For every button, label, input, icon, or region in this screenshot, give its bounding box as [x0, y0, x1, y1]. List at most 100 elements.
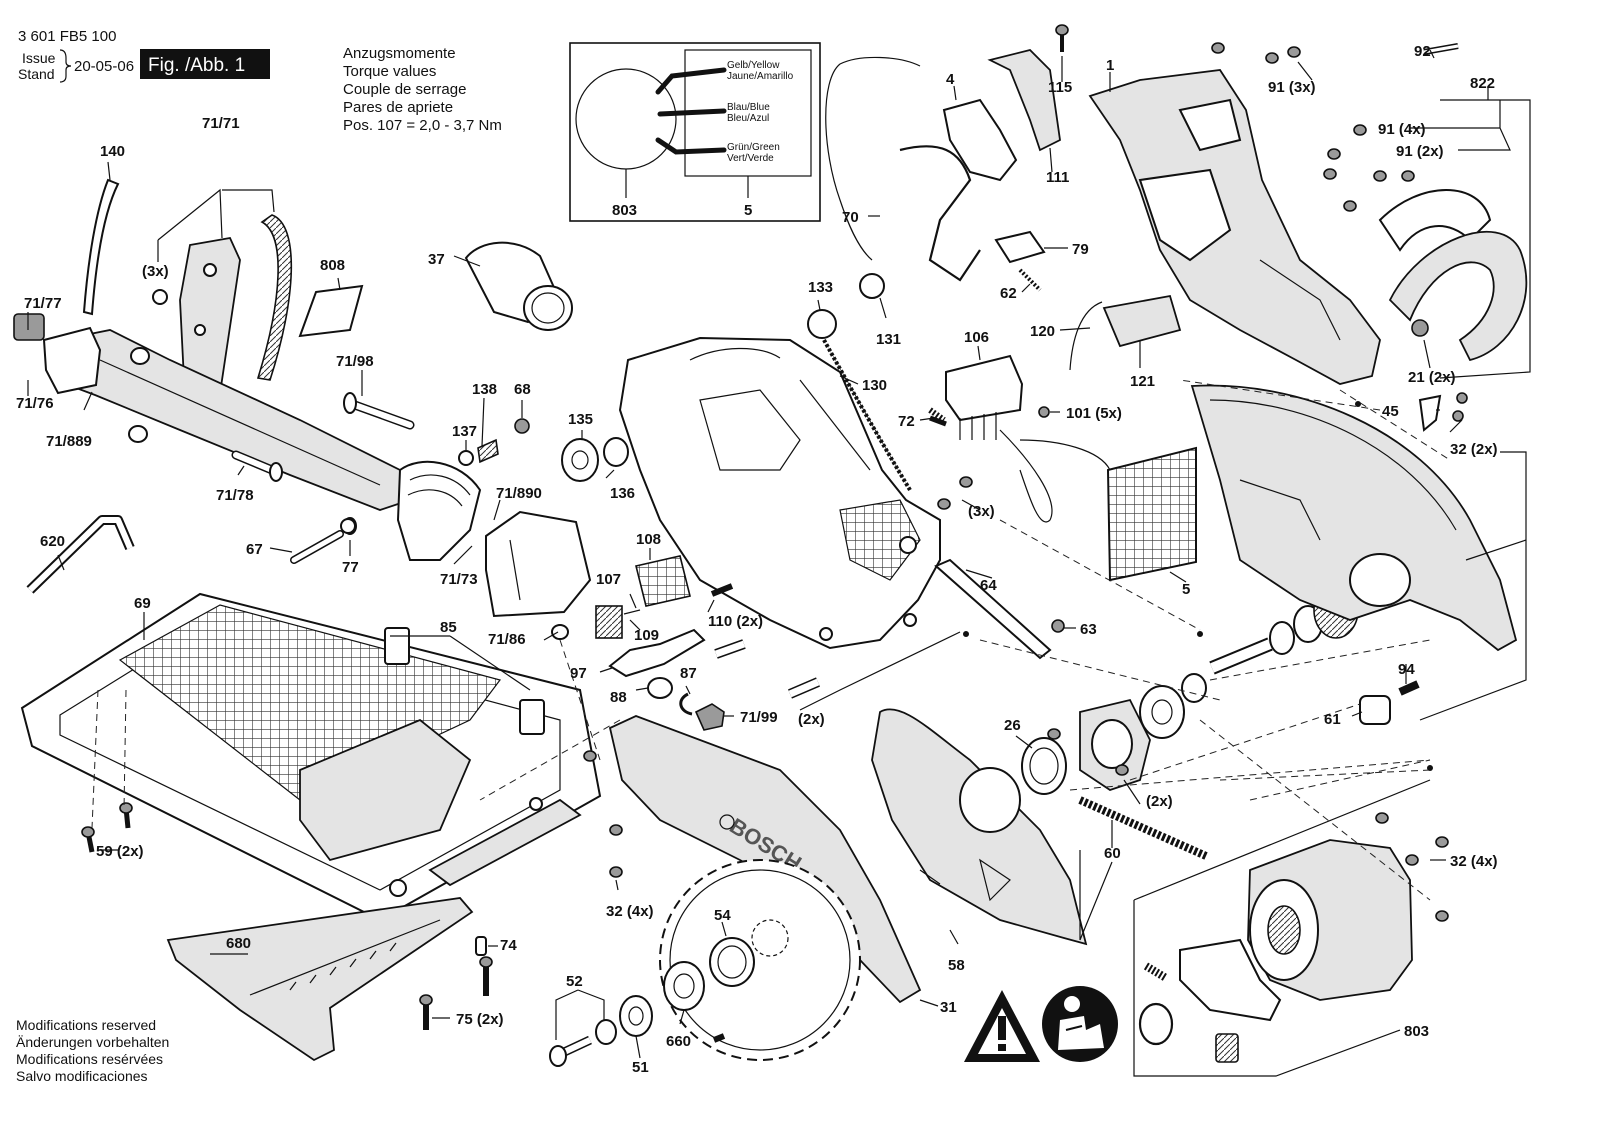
lower-guard-58: [871, 708, 1088, 946]
callout-91-2x: 91 (2x): [1396, 143, 1444, 160]
wiring-inset: Gelb/Yellow Jaune/Amarillo Blau/Blue Ble…: [569, 42, 821, 222]
part-88-ring: [647, 677, 673, 699]
callout-92: 92: [1414, 43, 1431, 60]
motor-803: [1138, 812, 1449, 1063]
callout-136: 136: [610, 485, 635, 502]
part-71-76-block: [42, 326, 102, 395]
part-curved-scale: [256, 214, 293, 381]
callout-37: 37: [428, 251, 445, 268]
callout-71-73: 71/73: [440, 571, 478, 588]
wire-blue-label-2: Bleu/Azul: [727, 113, 769, 124]
callout-94: 94: [1398, 661, 1415, 678]
modifications-line-4: Salvo modificaciones: [16, 1068, 148, 1084]
read-manual-icon: [1042, 986, 1118, 1062]
callout-106: 106: [964, 329, 989, 346]
screws-59-74-75: [81, 802, 493, 1030]
assembly-lines: [479, 379, 1451, 901]
torque-line-4: Pares de apriete: [343, 99, 453, 116]
part-4-handle-insert: [942, 98, 1018, 182]
part-brush-ring: [1179, 938, 1282, 1022]
callout-131: 131: [876, 331, 901, 348]
callout-60: 60: [1104, 845, 1121, 862]
callout-72: 72: [898, 413, 915, 430]
callout-97: 97: [570, 665, 587, 682]
issue-label: Issue: [22, 50, 56, 66]
callout-71-98: 71/98: [336, 353, 374, 370]
callout-61: 61: [1324, 711, 1341, 728]
torque-line-1: Anzugsmomente: [343, 45, 456, 62]
callout-111: 111: [1046, 169, 1069, 186]
part-140-strip: [82, 178, 120, 316]
torque-line-2: Torque values: [343, 63, 436, 80]
callout-138: 138: [472, 381, 497, 398]
part-660-flange: [663, 961, 705, 1011]
wire-yellow-label-1: Gelb/Yellow: [727, 60, 780, 71]
callout-labels: 140 71/71 (3x) 808 71/77 71/76 71/889 71…: [16, 43, 1498, 1076]
callout-1: 1: [1106, 57, 1114, 74]
modifications-line-2: Änderungen vorbehalten: [16, 1034, 169, 1050]
callout-4: 4: [946, 71, 955, 88]
callout-54: 54: [714, 907, 731, 924]
inset-label-5: 5: [744, 202, 752, 219]
callout-71-86: 71/86: [488, 631, 526, 648]
callout-822: 822: [1470, 75, 1495, 92]
callout-77: 77: [342, 559, 359, 576]
part-79: [994, 230, 1046, 264]
part-133: [807, 309, 837, 339]
part-71-73-protractor: [396, 460, 482, 561]
part-1-handle-shell: [1088, 69, 1381, 385]
parallel-guide-680: [166, 897, 474, 1062]
part-135: [561, 438, 599, 482]
part-136: [603, 437, 629, 467]
callout-71-76: 71/76: [16, 395, 54, 412]
callout-71-71: 71/71: [202, 115, 240, 132]
callout-620: 620: [40, 533, 65, 550]
part-64-bar: [934, 558, 1052, 660]
callout-108: 108: [636, 531, 661, 548]
part-number: 3 601 FB5 100: [18, 28, 116, 45]
part-87-clip: [679, 692, 693, 716]
part-o-ring: [1138, 1002, 1174, 1046]
callout-85: 85: [440, 619, 457, 636]
torque-note: Anzugsmomente Torque values Couple de se…: [343, 45, 502, 134]
stand-label: Stand: [18, 66, 55, 82]
callout-88: 88: [610, 689, 627, 706]
part-60-rod: [1078, 796, 1208, 860]
wire-blue-label-1: Blau/Blue: [727, 102, 770, 113]
part-107-carbon-brush: [595, 605, 623, 639]
part-97-plate: [608, 628, 706, 678]
part-808-label: [298, 284, 364, 338]
callout-3x-b: (3x): [968, 503, 995, 520]
callout-21: 21 (2x): [1408, 369, 1456, 386]
callout-5: 5: [1182, 581, 1190, 598]
part-brush-block: [1215, 1033, 1239, 1063]
wire-green-label-2: Vert/Verde: [727, 153, 774, 164]
callout-137: 137: [452, 423, 477, 440]
modifications-line-1: Modifications reserved: [16, 1017, 156, 1033]
callout-130: 130: [862, 377, 887, 394]
callout-75: 75 (2x): [456, 1011, 504, 1028]
callout-2x-b: (2x): [1146, 793, 1173, 810]
callout-91-4x: 91 (4x): [1378, 121, 1426, 138]
callout-26: 26: [1004, 717, 1021, 734]
callout-110: 110 (2x): [708, 613, 763, 630]
part-61: [1359, 695, 1391, 725]
callout-63: 63: [1080, 621, 1097, 638]
wire-green-label-1: Grün/Green: [727, 142, 780, 153]
callout-32-2x: 32 (2x): [1450, 441, 1498, 458]
filter-5: [1106, 446, 1197, 582]
motor-coil-circle: [575, 68, 677, 170]
motor-housing: [340, 241, 941, 650]
callout-71-99: 71/99: [740, 709, 778, 726]
warning-triangle-icon: [964, 990, 1040, 1062]
callout-803: 803: [1404, 1023, 1429, 1040]
callout-52: 52: [566, 973, 583, 990]
figure-label: Fig. /Abb. 1: [148, 55, 245, 76]
callout-51: 51: [632, 1059, 649, 1076]
callout-64: 64: [980, 577, 997, 594]
callout-680: 680: [226, 935, 251, 952]
callout-120: 120: [1030, 323, 1055, 340]
callout-121: 121: [1130, 373, 1155, 390]
wire-yellow-label-2: Jaune/Amarillo: [727, 71, 794, 82]
modifications-line-3: Modifications resérvées: [16, 1051, 163, 1067]
